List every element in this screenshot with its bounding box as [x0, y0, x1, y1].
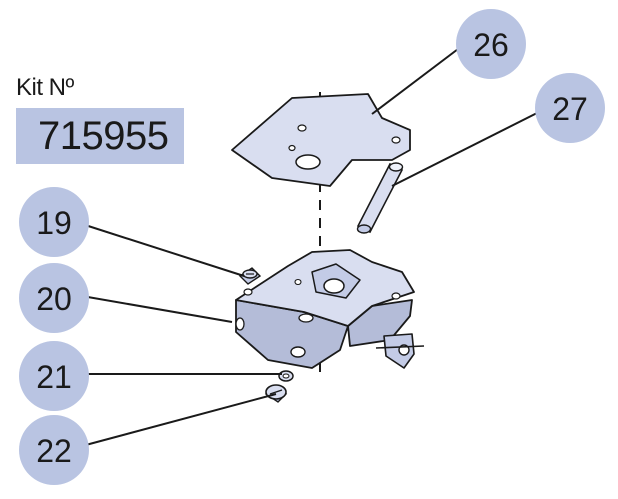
callout-22-label: 22 — [36, 433, 72, 469]
callout-20-label: 20 — [36, 281, 72, 317]
kit-number-box: 715955 — [16, 108, 184, 164]
callout-26-label: 26 — [473, 27, 509, 63]
callout-19-label: 19 — [36, 205, 72, 241]
part-19-screw — [238, 267, 262, 285]
callout-20: 20 — [19, 263, 89, 333]
kit-label: Kit Nº — [16, 74, 74, 101]
callout-21-label: 21 — [36, 359, 72, 395]
callout-27-label: 27 — [552, 91, 588, 127]
part-26-gasket — [231, 93, 411, 187]
part-27-pin — [356, 162, 404, 234]
callout-27: 27 — [535, 73, 605, 143]
part-21-washer — [278, 370, 294, 382]
callout-21: 21 — [19, 341, 89, 411]
part-20-bracket — [235, 249, 425, 369]
leader-lines — [81, 45, 544, 447]
callout-26: 26 — [456, 9, 526, 79]
callout-19: 19 — [19, 187, 89, 257]
part-22-screw — [264, 384, 288, 403]
callout-22: 22 — [19, 415, 89, 485]
kit-number: 715955 — [38, 113, 169, 158]
